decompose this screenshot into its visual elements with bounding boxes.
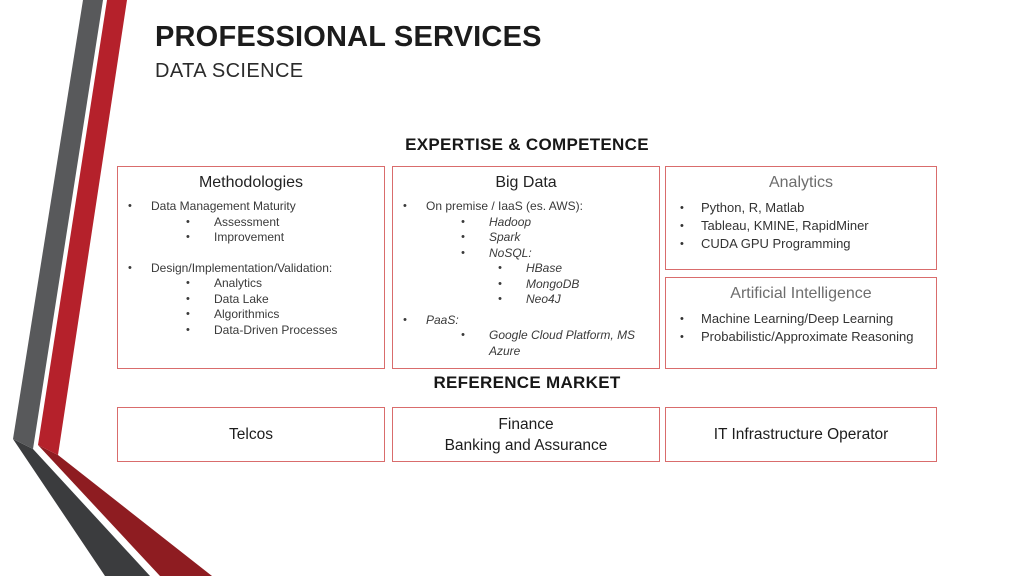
- analytics-bullet-list: • Python, R, Matlab • Tableau, KMINE, Rapid…: [666, 199, 936, 253]
- label-line: Finance: [498, 415, 554, 433]
- bullet-text: NoSQL:: [489, 245, 532, 260]
- label-line: Banking and Assurance: [444, 436, 608, 454]
- market-box-telcos-label: Telcos: [229, 424, 273, 445]
- bullet-item: • HBase: [393, 261, 659, 277]
- bullet-text: Algorithmics: [214, 307, 280, 321]
- bullet-item: • Probabilistic/Approximate Reasoning: [666, 328, 936, 346]
- bullet-icon: •: [128, 261, 132, 274]
- bullet-text: PaaS:: [426, 312, 459, 327]
- ribbon-red-upper-stripe: [38, 0, 127, 455]
- market-box-it-infrastructure: IT Infrastructure Operator: [665, 407, 937, 462]
- list-spacer: [118, 246, 384, 261]
- bullet-icon: •: [498, 262, 502, 274]
- market-box-it-infrastructure-label: IT Infrastructure Operator: [714, 424, 889, 445]
- bullet-icon: •: [461, 231, 465, 243]
- bullet-text: Improvement: [214, 230, 285, 244]
- bullet-item: • Analytics: [118, 276, 384, 292]
- box-title-analytics: Analytics: [768, 174, 834, 191]
- bullet-icon: •: [186, 215, 190, 228]
- bullet-text: CUDA GPU Programming: [701, 236, 851, 251]
- expertise-section-heading: EXPERTISE & COMPETENCE: [405, 135, 649, 154]
- bullet-item: • Python, R, Matlab: [666, 199, 936, 217]
- bullet-item: • Data-Driven Processes: [118, 323, 384, 339]
- market-section-heading: REFERENCE MARKET: [433, 373, 621, 392]
- bullet-item: • Neo4J: [393, 292, 659, 308]
- bullet-text: HBase: [526, 261, 563, 275]
- box-title-methodologies: Methodologies: [198, 174, 304, 191]
- bullet-icon: •: [680, 202, 684, 214]
- bullet-text: Tableau, KMINE, RapidMiner: [701, 218, 869, 233]
- bullet-item: • Algorithmics: [118, 307, 384, 323]
- bullet-text: Analytics: [214, 276, 263, 290]
- expertise-box-artificial-intelligence: Artificial Intelligence • Machine Learnin…: [665, 277, 937, 369]
- bullet-text: Data-Driven Processes: [214, 322, 338, 337]
- bullet-item: • NoSQL:: [393, 246, 659, 262]
- page-subtitle: DATA SCIENCE: [155, 60, 304, 82]
- bullet-item: • Google Cloud Platform, MS Azure: [393, 328, 659, 359]
- page-title: PROFESSIONAL SERVICES: [155, 21, 542, 53]
- bullet-text: Machine Learning/Deep Learning: [701, 311, 894, 326]
- bullet-item: • Hadoop: [393, 215, 659, 231]
- bullet-item: • Tableau, KMINE, RapidMiner: [666, 217, 936, 235]
- market-box-telcos: Telcos: [117, 407, 385, 462]
- ribbon-gray-lower-stripe: [13, 439, 150, 576]
- bullet-icon: •: [186, 277, 190, 289]
- bullet-icon: •: [403, 313, 407, 326]
- bullet-icon: •: [128, 200, 132, 212]
- bullet-icon: •: [498, 293, 502, 305]
- bullet-item: • CUDA GPU Programming: [666, 235, 936, 253]
- ribbon-red-lower-stripe: [38, 445, 212, 576]
- bullet-icon: •: [461, 329, 465, 341]
- expertise-box-big-data: Big Data • On premise / IaaS (es. AWS): • H…: [392, 166, 660, 369]
- bullet-icon: •: [186, 323, 190, 336]
- bullet-text: Neo4J: [526, 292, 561, 306]
- bullet-text: Spark: [489, 230, 521, 244]
- bullet-icon: •: [461, 246, 465, 259]
- bullet-icon: •: [461, 215, 465, 228]
- box-title-big-data: Big Data: [495, 174, 557, 191]
- methodologies-bullet-list: • Data Management Maturity • Assessment • Imp…: [118, 199, 384, 338]
- bullet-text: Data Management Maturity: [151, 199, 296, 213]
- bullet-item: • Data Management Maturity: [118, 199, 384, 215]
- bullet-text: Data Lake: [214, 291, 269, 306]
- bullet-item: • MongoDB: [393, 277, 659, 293]
- bullet-item: • Data Lake: [118, 292, 384, 308]
- bullet-icon: •: [680, 238, 684, 250]
- big-data-bullet-list: • On premise / IaaS (es. AWS): • Hadoop • Spa…: [393, 199, 659, 359]
- bullet-text: Probabilistic/Approximate Reasoning: [701, 329, 914, 344]
- artificial-intelligence-bullet-list: • Machine Learning/Deep Learning • Probabil…: [666, 310, 936, 346]
- bullet-icon: •: [186, 292, 190, 305]
- bullet-item: • PaaS:: [393, 313, 659, 329]
- box-title-artificial-intelligence: Artificial Intelligence: [730, 285, 872, 302]
- bullet-text: Google Cloud Platform, MS Azure: [489, 328, 636, 358]
- bullet-text: Assessment: [214, 214, 280, 229]
- bullet-text: Design/Implementation/Validation:: [151, 260, 333, 275]
- bullet-item: • On premise / IaaS (es. AWS):: [393, 199, 659, 215]
- bullet-text: Hadoop: [489, 214, 532, 229]
- bullet-item: • Improvement: [118, 230, 384, 246]
- bullet-text: Python, R, Matlab: [701, 200, 805, 215]
- bullet-icon: •: [680, 220, 684, 232]
- bullet-text: MongoDB: [526, 276, 580, 291]
- label-line: Telcos: [229, 426, 273, 443]
- bullet-item: • Machine Learning/Deep Learning: [666, 310, 936, 328]
- bullet-item: • Assessment: [118, 215, 384, 231]
- ribbon-decoration: [13, 0, 212, 576]
- bullet-item: • Design/Implementation/Validation:: [118, 261, 384, 277]
- bullet-icon: •: [498, 277, 502, 290]
- bullet-text: On premise / IaaS (es. AWS):: [426, 199, 583, 213]
- bullet-icon: •: [186, 308, 190, 320]
- bullet-icon: •: [186, 231, 190, 243]
- bullet-item: • Spark: [393, 230, 659, 246]
- expertise-box-methodologies: Methodologies •Data Management Maturity•…: [117, 166, 385, 369]
- bullet-icon: •: [680, 313, 684, 325]
- label-line: IT Infrastructure Operator: [713, 426, 889, 443]
- title-block: PROFESSIONAL SERVICES DATA SCIENCE: [155, 20, 542, 83]
- expertise-box-analytics: Analytics • Python, R, Matlab • Tableau, KM…: [665, 166, 937, 270]
- ribbon-gray-upper-stripe: [13, 0, 103, 449]
- bullet-icon: •: [403, 200, 407, 212]
- bullet-icon: •: [680, 331, 684, 343]
